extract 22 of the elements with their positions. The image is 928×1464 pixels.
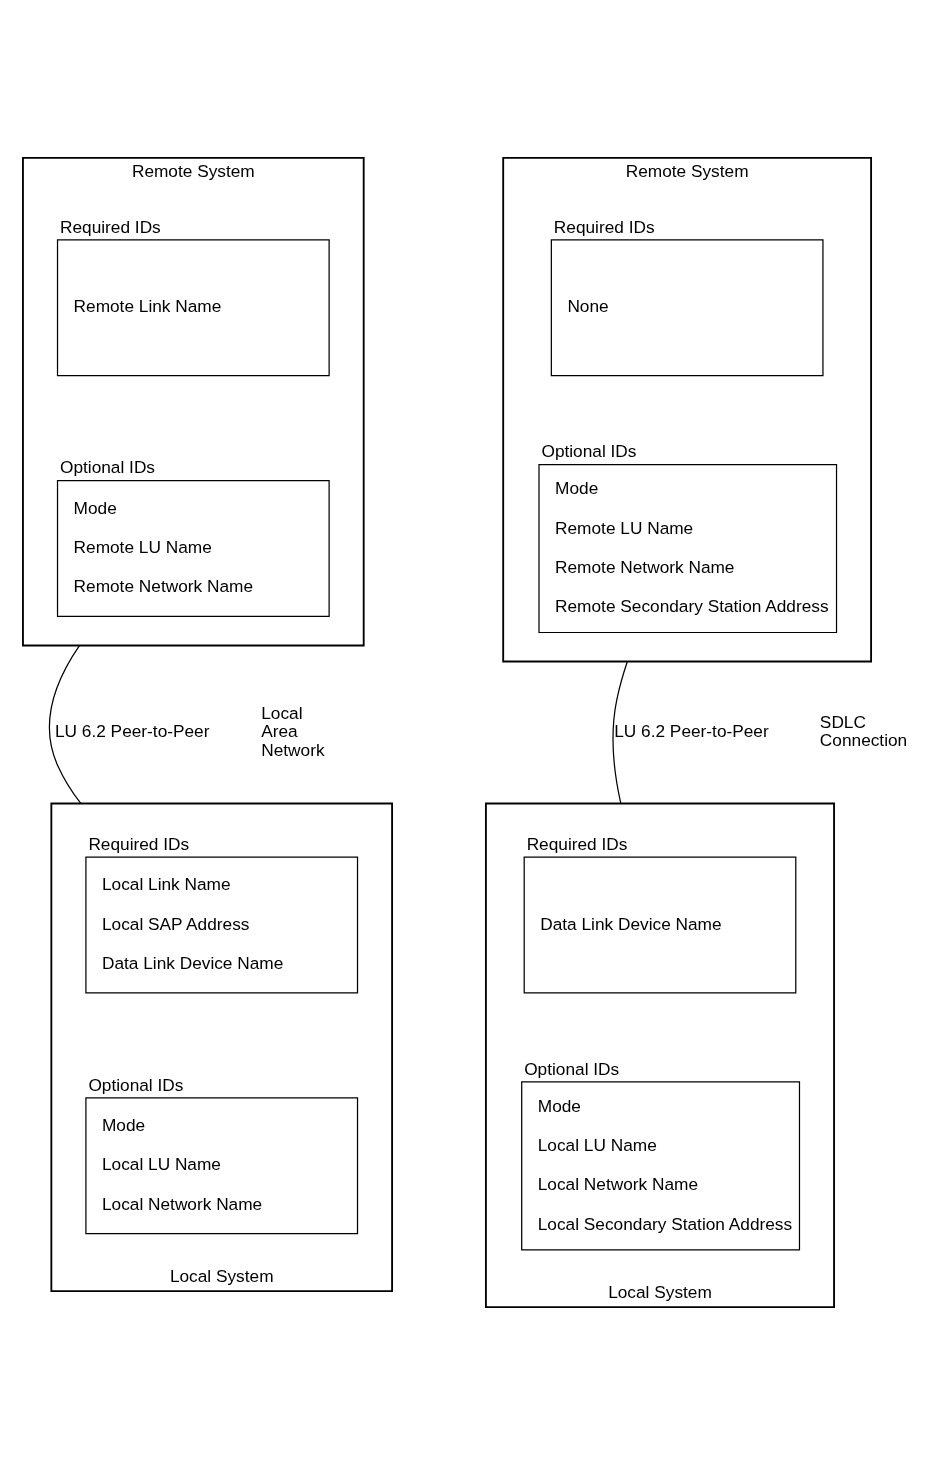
node-box: Data Link Device Name <box>523 856 797 994</box>
node-label: Optional IDs <box>59 456 156 477</box>
node-label: Required IDs <box>88 833 190 854</box>
node-box: Remote Link Name <box>56 238 330 376</box>
node-label: Required IDs <box>59 216 161 237</box>
node-label: Optional IDs <box>88 1074 184 1095</box>
edge-label: LU 6.2 Peer-to-Peer <box>54 720 210 741</box>
edge-label: LU 6.2 Peer-to-Peer <box>614 720 769 741</box>
node-label: Optional IDs <box>541 440 637 461</box>
connector <box>48 644 82 804</box>
node-box: Mode Local LU Name Local Network Name Local Secondary Station Address <box>521 1080 801 1250</box>
node-label: Required IDs <box>553 216 655 237</box>
label: SDLC Connection <box>819 711 908 750</box>
node-box: Local Link Name Local SAP Address Data Link Device Name <box>85 856 359 994</box>
node-box: Mode Remote LU Name Remote Network Name Remote Secondary Station Address <box>538 463 838 633</box>
label: Local Area Network <box>261 702 325 760</box>
node-label: Optional IDs <box>524 1058 620 1079</box>
node-label: Required IDs <box>526 833 628 854</box>
node-box: Mode Local LU Name Local Network Name <box>85 1096 359 1234</box>
node-box: Mode Remote LU Name Remote Network Name <box>56 479 330 617</box>
node-box: None <box>550 238 824 376</box>
connector <box>612 660 628 804</box>
